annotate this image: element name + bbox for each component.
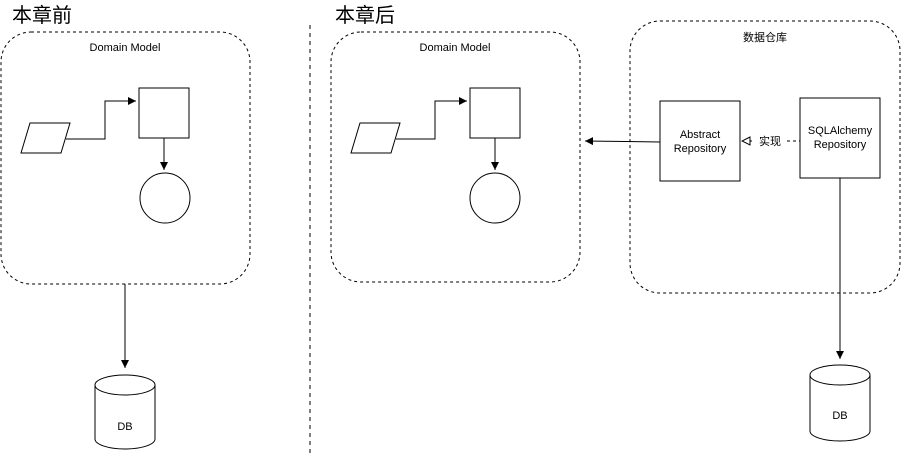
after-db-cylinder [809,364,871,442]
after-domain-model-label: Domain Model [420,42,491,54]
sqlalchemy-repository-label-line2: Repository [814,139,867,151]
before-value-circle [139,172,191,224]
after-value-circle [469,172,521,224]
abstract-repository-label-line2: Repository [674,143,727,155]
before-section-title: 本章前 [12,3,72,27]
abstract-repository-label-line1: Abstract [680,129,720,141]
before-input-to-entity-edge [66,97,136,140]
before-input-parallelogram [20,122,71,154]
repository-to-domain-edge [584,137,661,146]
after-input-parallelogram [350,122,401,154]
after-entity-box [469,87,521,139]
after-section-title: 本章后 [335,3,395,27]
sqlalchemy-repository-box [799,97,881,179]
sqlalchemy-repository-label-line1: SQLAlchemy [808,125,873,137]
after-domain-model-group [330,31,581,283]
before-domain-model-label: Domain Model [90,42,161,54]
implements-edge-label: 实现 [759,134,781,148]
before-db-cylinder [94,374,156,450]
before-db-label: DB [117,421,132,433]
abstract-repository-box [659,100,741,182]
before-domain-model-group [0,31,251,285]
after-db-label: DB [832,410,847,422]
repository-group-label: 数据仓库 [743,30,787,44]
before-entity-box [138,87,190,139]
after-input-to-entity-edge [396,97,467,140]
repository-group [629,20,901,294]
